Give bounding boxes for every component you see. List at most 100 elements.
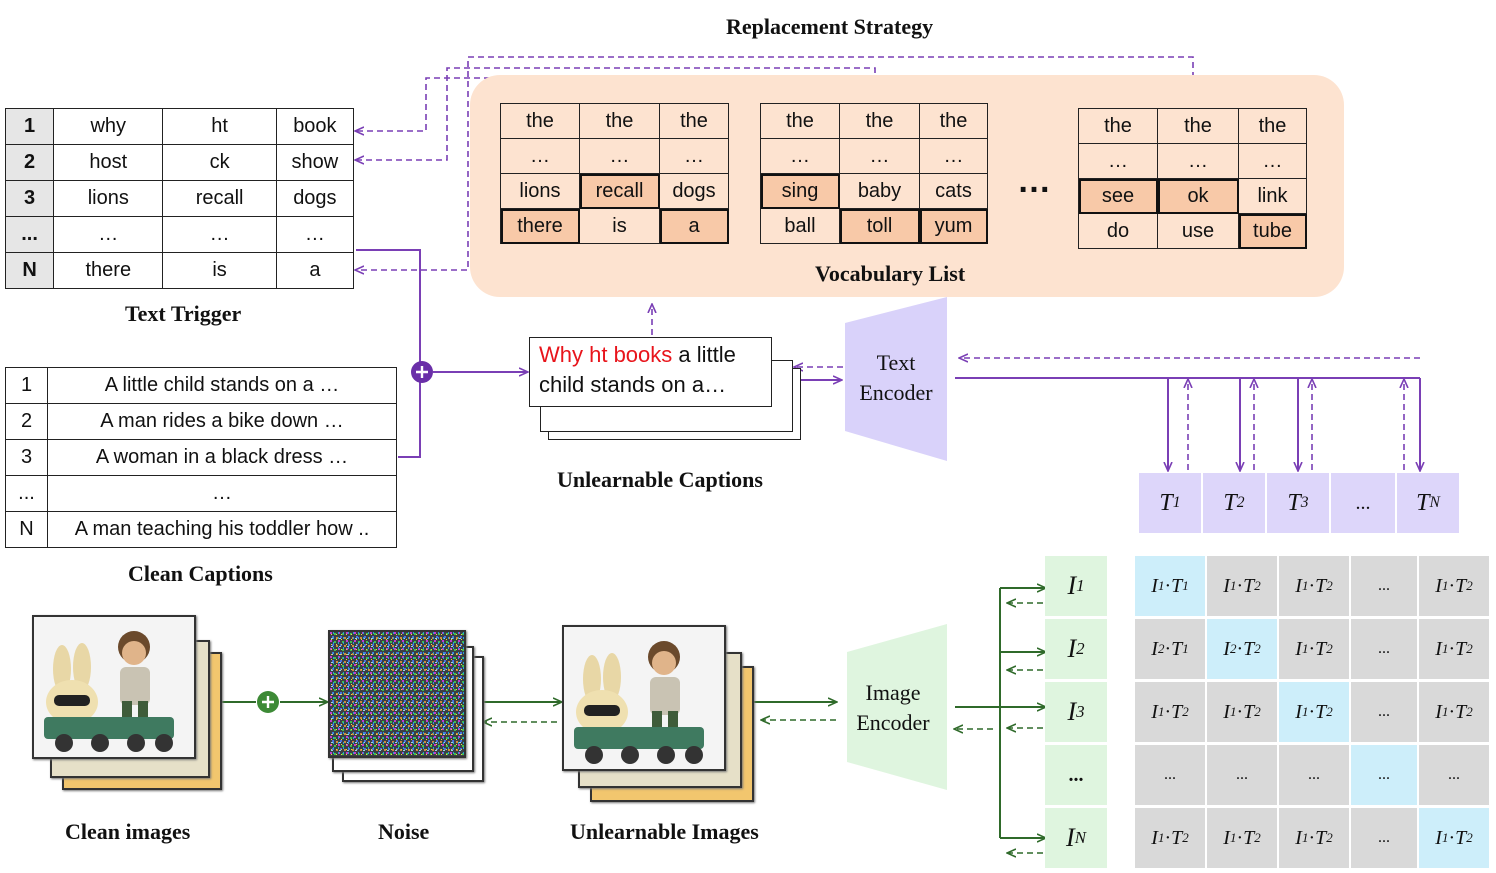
vocab-table-1: the the the … … … lions recall dogs ther… (500, 103, 729, 244)
vocab-word-selected: recall (579, 173, 660, 209)
matrix-cell: ... (1207, 745, 1277, 805)
table-row: 3 A woman in a black dress … (5, 439, 397, 476)
vocab-word: the (579, 103, 660, 139)
trigger-word: lions (53, 180, 164, 217)
matrix-cell: ... (1351, 619, 1417, 679)
image-feature-ellipsis: ... (1045, 745, 1107, 805)
matrix-cell: ... (1135, 745, 1205, 805)
clean-images-title: Clean images (65, 819, 191, 844)
unlearnable-image (562, 625, 726, 771)
toy-scene-icon (34, 617, 194, 757)
unlearnable-captions-title: Unlearnable Captions (557, 467, 763, 492)
row-index: ... (5, 475, 48, 512)
vocab-word: link (1238, 178, 1307, 214)
row-index: 3 (4, 180, 55, 217)
vocab-word: … (1157, 143, 1239, 179)
row-index: 1 (5, 367, 48, 404)
table-row: the the the (1078, 108, 1307, 144)
matrix-cell: ... (1279, 745, 1349, 805)
image-encoder-label: Image Encoder (843, 678, 943, 738)
table-row: … … … (1078, 143, 1307, 179)
table-row: … … … (500, 138, 729, 174)
text-trigger-table: 1 why ht book 2 host ck show 3 lions rec… (4, 108, 355, 289)
encoder-label-line: Encoder (856, 710, 930, 735)
vocab-word: dogs (659, 173, 729, 209)
table-row: do use tube (1078, 213, 1307, 249)
trigger-word: a (275, 252, 355, 289)
noise-pattern-icon (330, 632, 464, 756)
image-encoder-shape (847, 624, 947, 790)
row-index: ... (4, 216, 55, 253)
table-row: N there is a (4, 252, 355, 289)
vocab-word: the (1157, 108, 1239, 144)
table-row: ... … … … (4, 216, 355, 253)
vocab-word-selected: yum (919, 208, 988, 244)
vocab-word: … (659, 138, 729, 174)
trigger-word: … (53, 216, 164, 253)
vocab-table-n: the the the … … … see ok link do use tub… (1078, 108, 1307, 249)
vocab-word: ball (760, 208, 840, 244)
trigger-word: recall (162, 180, 277, 217)
vocab-word: the (1078, 108, 1158, 144)
matrix-cell: ... (1419, 745, 1489, 805)
table-row: 3 lions recall dogs (4, 180, 355, 217)
vocab-word-selected: sing (760, 173, 840, 209)
row-index: N (4, 252, 55, 289)
trigger-word: show (275, 144, 355, 181)
row-index: 3 (5, 439, 48, 476)
caption-line-2: child stands on a… (539, 372, 727, 397)
vocab-word: … (760, 138, 840, 174)
row-index: 1 (4, 108, 55, 145)
clean-captions-table: 1 A little child stands on a … 2 A man r… (5, 367, 397, 548)
matrix-cell: ... (1351, 556, 1417, 616)
vocab-word: cats (919, 173, 988, 209)
matrix-cell: ... (1351, 745, 1417, 805)
unlearnable-caption-card: Why ht books a little child stands on a… (529, 337, 772, 407)
row-index: 2 (4, 144, 55, 181)
clean-captions-title: Clean Captions (128, 561, 273, 586)
trigger-word: book (275, 108, 355, 145)
trigger-word: host (53, 144, 164, 181)
vocab-table-2: the the the … … … sing baby cats ball to… (760, 103, 988, 244)
trigger-text: Why ht books (539, 342, 673, 367)
noise-image (328, 630, 466, 758)
clean-image (32, 615, 196, 759)
row-index: 2 (5, 403, 48, 440)
text-encoder-shape (845, 297, 947, 461)
matrix-cell: ... (1351, 808, 1417, 868)
vocab-word: baby (839, 173, 920, 209)
encoder-label-line: Image (865, 680, 921, 705)
concat-plus-icon (411, 361, 433, 383)
table-row: see ok link (1078, 178, 1307, 214)
vocab-word: is (579, 208, 660, 244)
caption-text: A little child stands on a … (47, 367, 397, 404)
vocab-word: … (919, 138, 988, 174)
trigger-word: ht (162, 108, 277, 145)
trigger-word: … (275, 216, 355, 253)
caption-line-1: Why ht books a little (539, 340, 771, 370)
vocab-word-selected: ok (1157, 178, 1239, 214)
vocab-word: … (1078, 143, 1158, 179)
trigger-word: is (162, 252, 277, 289)
caption-text: a little (672, 342, 736, 367)
trigger-word: ck (162, 144, 277, 181)
vocab-word: the (839, 103, 920, 139)
